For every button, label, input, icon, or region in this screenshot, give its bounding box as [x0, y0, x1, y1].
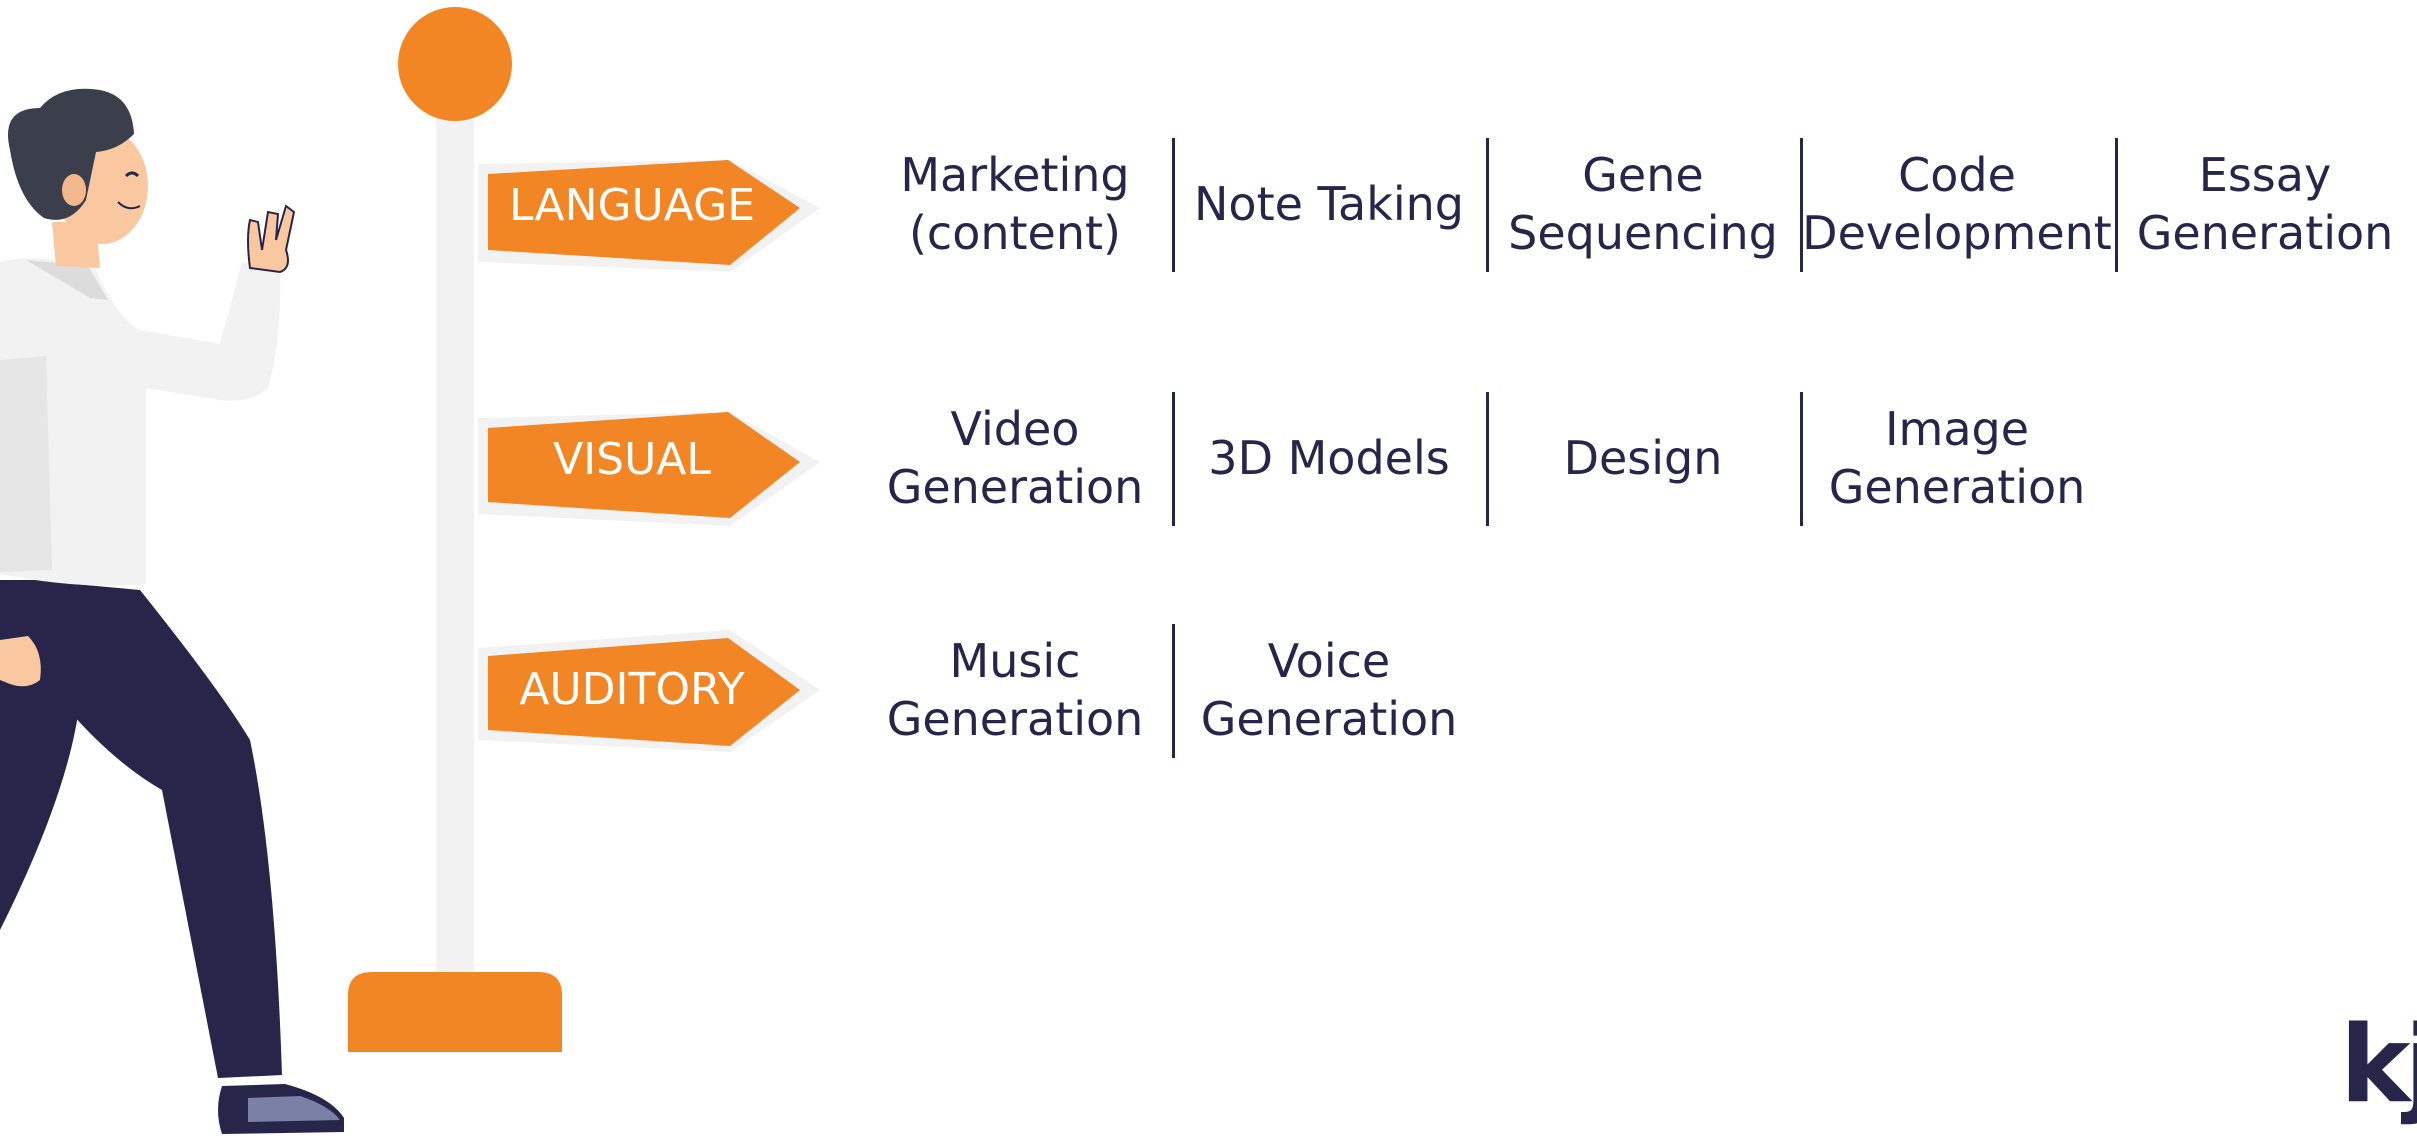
sign-language: [478, 160, 820, 272]
brand-logo: kj: [2340, 1003, 2417, 1126]
divider: [1800, 138, 1803, 272]
sign-label-visual: VISUAL: [553, 434, 711, 485]
signpost-top-ball: [398, 7, 512, 121]
divider: [2115, 138, 2118, 272]
signpost: [348, 7, 820, 1052]
sign-label-language: LANGUAGE: [508, 180, 756, 231]
person-illustration: [0, 88, 344, 1134]
sign-auditory: [478, 630, 820, 752]
signpost-base: [348, 972, 562, 1052]
person-hair: [8, 88, 134, 220]
divider: [1800, 392, 1803, 526]
person-shirt: [0, 258, 281, 586]
signpost-pole: [436, 110, 474, 980]
item-design: Design: [1563, 431, 1723, 485]
person-hand-raised: [247, 204, 296, 274]
person-leg-front: [30, 580, 282, 1078]
sign-visual: [478, 412, 820, 526]
sign-label-auditory: AUDITORY: [519, 664, 745, 715]
divider: [1172, 624, 1175, 758]
divider: [1172, 392, 1175, 526]
person-hand-lower: [0, 636, 41, 687]
divider: [1486, 392, 1489, 526]
item-3d-models: 3D Models: [1208, 431, 1450, 485]
divider: [1172, 138, 1175, 272]
item-marketing-content: Marketing(content): [900, 148, 1130, 260]
divider: [1486, 138, 1489, 272]
item-note-taking: Note Taking: [1194, 177, 1464, 231]
